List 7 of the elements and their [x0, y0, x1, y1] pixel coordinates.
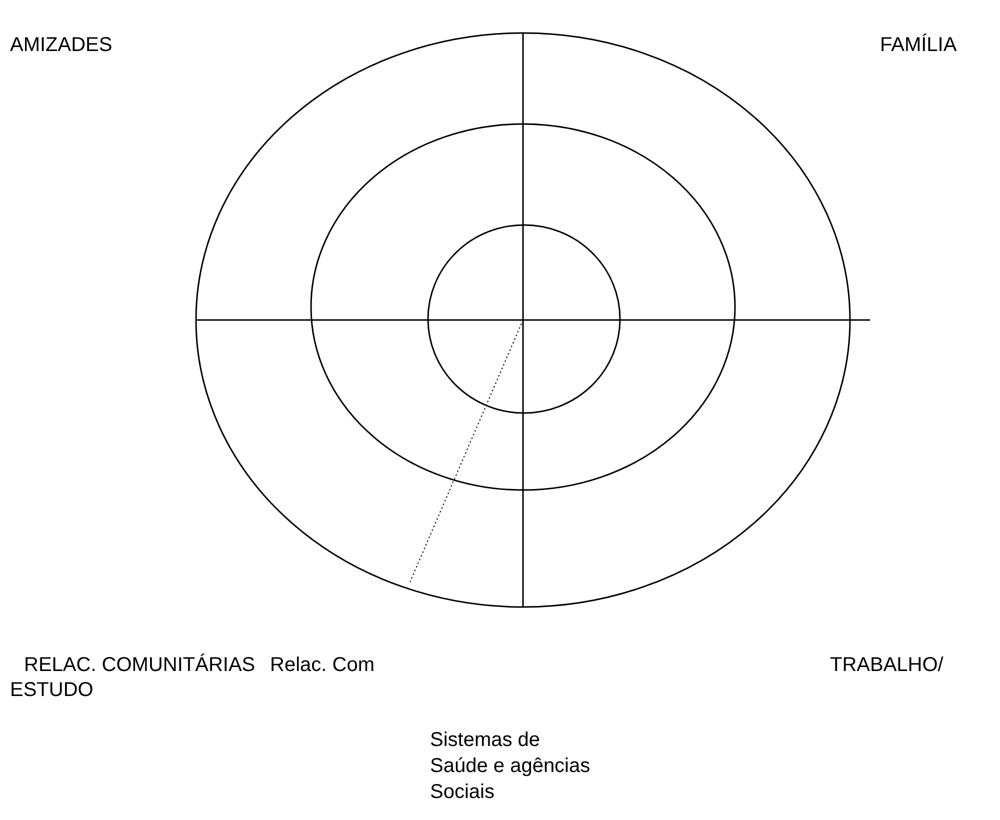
- sector-label: RELAC. COMUNITÁRIAS: [24, 652, 256, 678]
- sector-label: FAMÍLIA: [880, 32, 957, 58]
- sector-label: ESTUDO: [10, 678, 94, 703]
- sector-label: Sistemas de Saúde e agências Sociais: [430, 728, 592, 805]
- sector-label: Relac. Com: [270, 653, 374, 678]
- sector-label: AMIZADES: [10, 33, 112, 58]
- sector-label: TRABALHO/: [830, 653, 944, 678]
